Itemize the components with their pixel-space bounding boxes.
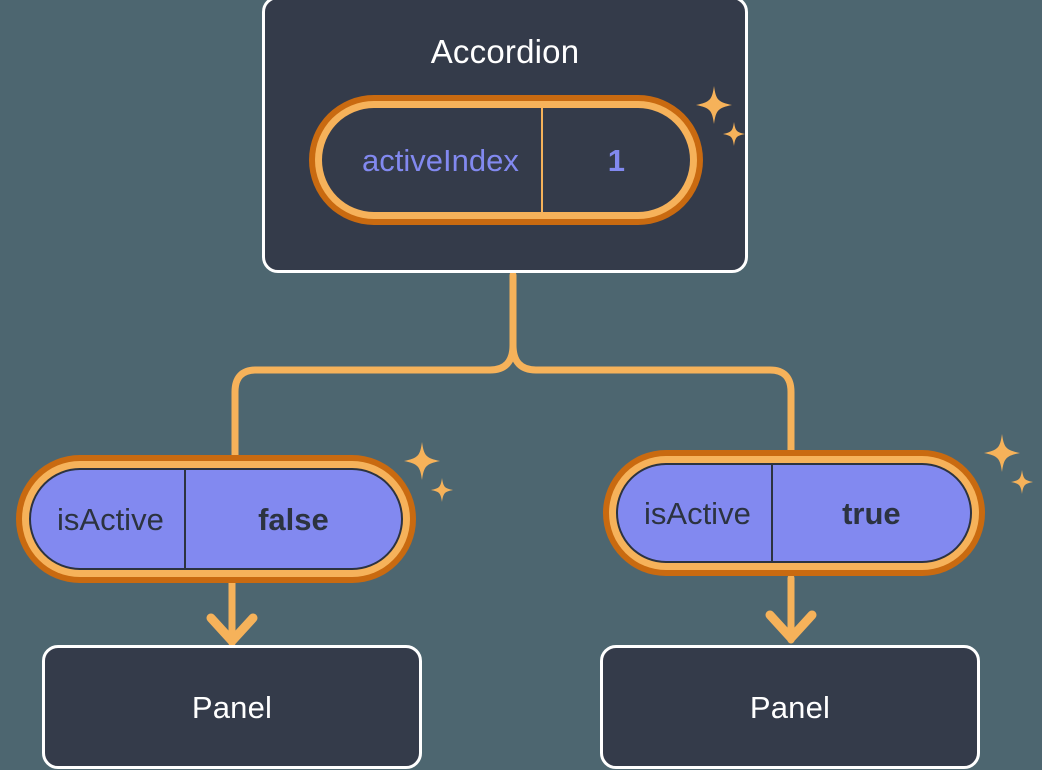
accordion-title: Accordion (430, 33, 580, 70)
sparkle-icon-right-state (984, 434, 1033, 494)
state-pill-is-active-false[interactable]: isActive false (16, 455, 416, 583)
state-pill-is-active-true[interactable]: isActive true (603, 450, 985, 576)
state-pill-body: isActive false (29, 468, 403, 570)
panel-title-left: Panel (191, 690, 273, 725)
state-key-is-active-right: isActive (618, 465, 773, 561)
state-key-is-active-left: isActive (31, 470, 186, 568)
sparkle-large (404, 442, 440, 480)
state-pill-ring: isActive true (609, 456, 979, 570)
state-key-active-index: activeIndex (322, 108, 543, 212)
arrow-down-icon-right (765, 610, 817, 643)
sparkle-large (984, 434, 1020, 472)
panel-title-right: Panel (749, 690, 831, 725)
state-pill-active-index[interactable]: activeIndex 1 (309, 95, 703, 225)
state-value-active-index: 1 (607, 142, 626, 178)
connector-branch-left (231, 341, 517, 464)
state-pill-body: activeIndex 1 (322, 108, 690, 212)
sparkle-small (1011, 470, 1033, 494)
connector-branch-right (509, 341, 795, 459)
state-value-is-active-left: false (258, 501, 329, 537)
panel-component-box-left[interactable]: Panel (42, 645, 422, 769)
state-pill-ring: isActive false (22, 461, 410, 577)
state-value-is-active-right: true (842, 495, 901, 531)
arrow-down-icon-left (206, 613, 258, 646)
state-pill-body: isActive true (616, 463, 972, 563)
panel-component-box-right[interactable]: Panel (600, 645, 980, 769)
state-pill-ring: activeIndex 1 (315, 101, 697, 219)
sparkle-small (431, 478, 453, 502)
